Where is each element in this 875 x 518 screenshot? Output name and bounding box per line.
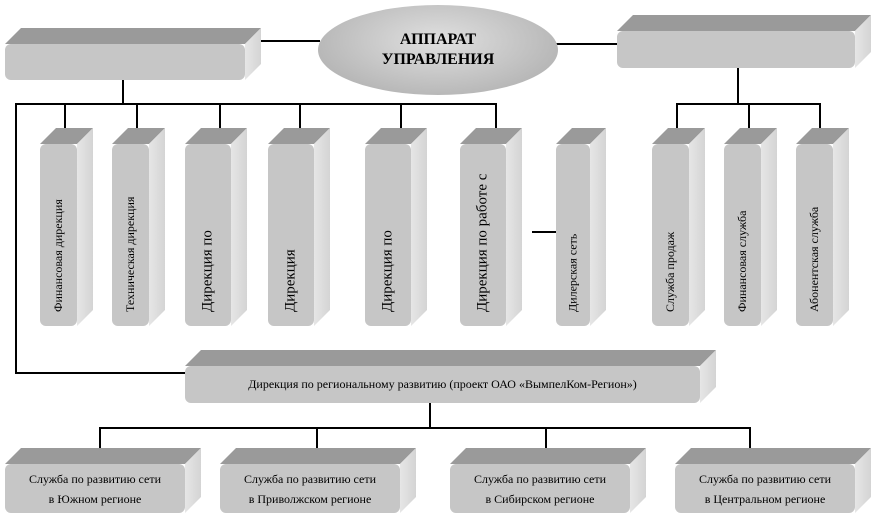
connector — [819, 103, 821, 129]
connector — [15, 372, 187, 374]
region-line2: в Центральном регионе — [704, 491, 826, 506]
direction-label: Дирекция по работе с — [474, 173, 491, 312]
connector — [429, 402, 431, 429]
direction-box: Дирекция по — [185, 128, 247, 326]
direction-label: Дирекция по — [379, 230, 396, 312]
connector — [676, 103, 678, 129]
region-box: Служба по развитию сети в Центральном рег… — [675, 448, 871, 513]
region-box: Служба по развитию сети в Южном регионе — [5, 448, 201, 513]
connector — [748, 103, 750, 129]
connector — [545, 427, 547, 449]
region-line2: в Сибирском регионе — [485, 491, 595, 506]
connector — [99, 427, 101, 449]
title-line1: АППАРАТ — [399, 31, 477, 48]
direction-box: Дирекция по — [365, 128, 427, 326]
management-apparatus: АППАРАТ УПРАВЛЕНИЯ — [318, 5, 558, 95]
connector — [299, 103, 301, 129]
region-line1: Служба по развитию сети — [28, 471, 162, 486]
region-line1: Служба по развитию сети — [473, 471, 607, 486]
direction-label: Финансовая дирекция — [51, 199, 65, 312]
connector — [136, 103, 138, 129]
connector — [749, 427, 751, 449]
service-label: Служба продаж — [663, 231, 677, 312]
direction-box: Техническая дирекция — [112, 128, 165, 326]
region-box: Служба по развитию сети в Сибирском регио… — [450, 448, 646, 513]
connector — [532, 231, 557, 233]
direction-box: Дирекция — [268, 128, 330, 326]
regional-label: Дирекция по региональному развитию (прое… — [248, 377, 637, 391]
service-box: Служба продаж — [652, 128, 705, 326]
service-box: Финансовая служба — [724, 128, 777, 326]
dealer-label: Дилерская сеть — [565, 233, 580, 312]
connector — [99, 427, 751, 429]
connector — [316, 427, 318, 449]
connector — [122, 80, 124, 105]
region-line1: Служба по развитию сети — [243, 471, 377, 486]
direction-box: Дирекция по работе с — [460, 128, 522, 326]
service-label: Финансовая служба — [735, 210, 749, 312]
connector — [737, 68, 739, 104]
region-line1: Служба по развитию сети — [698, 471, 832, 486]
title-line2: УПРАВЛЕНИЯ — [381, 51, 495, 68]
connector — [400, 103, 402, 129]
direction-box: Финансовая дирекция — [40, 128, 93, 326]
connector — [495, 103, 497, 129]
direction-label: Техническая дирекция — [123, 196, 137, 312]
connector — [15, 103, 17, 374]
connector — [15, 103, 496, 105]
service-box: Абонентская служба — [796, 128, 849, 326]
direction-label: Дирекция по — [199, 230, 216, 312]
service-label: Абонентская служба — [807, 206, 821, 312]
connector — [258, 40, 320, 42]
connector — [556, 43, 618, 45]
connector — [64, 103, 66, 129]
regional-direction-box: Дирекция по региональному развитию (прое… — [185, 350, 716, 403]
region-box: Служба по развитию сети в Приволжском рег… — [220, 448, 416, 513]
direction-label: Дирекция — [282, 249, 299, 312]
top-left-box — [5, 28, 261, 80]
connector — [219, 103, 221, 129]
region-line2: в Приволжском регионе — [248, 491, 372, 506]
dealer-network-box: Дилерская сеть — [556, 128, 606, 326]
top-right-box — [617, 15, 871, 68]
region-line2: в Южном регионе — [48, 491, 142, 506]
